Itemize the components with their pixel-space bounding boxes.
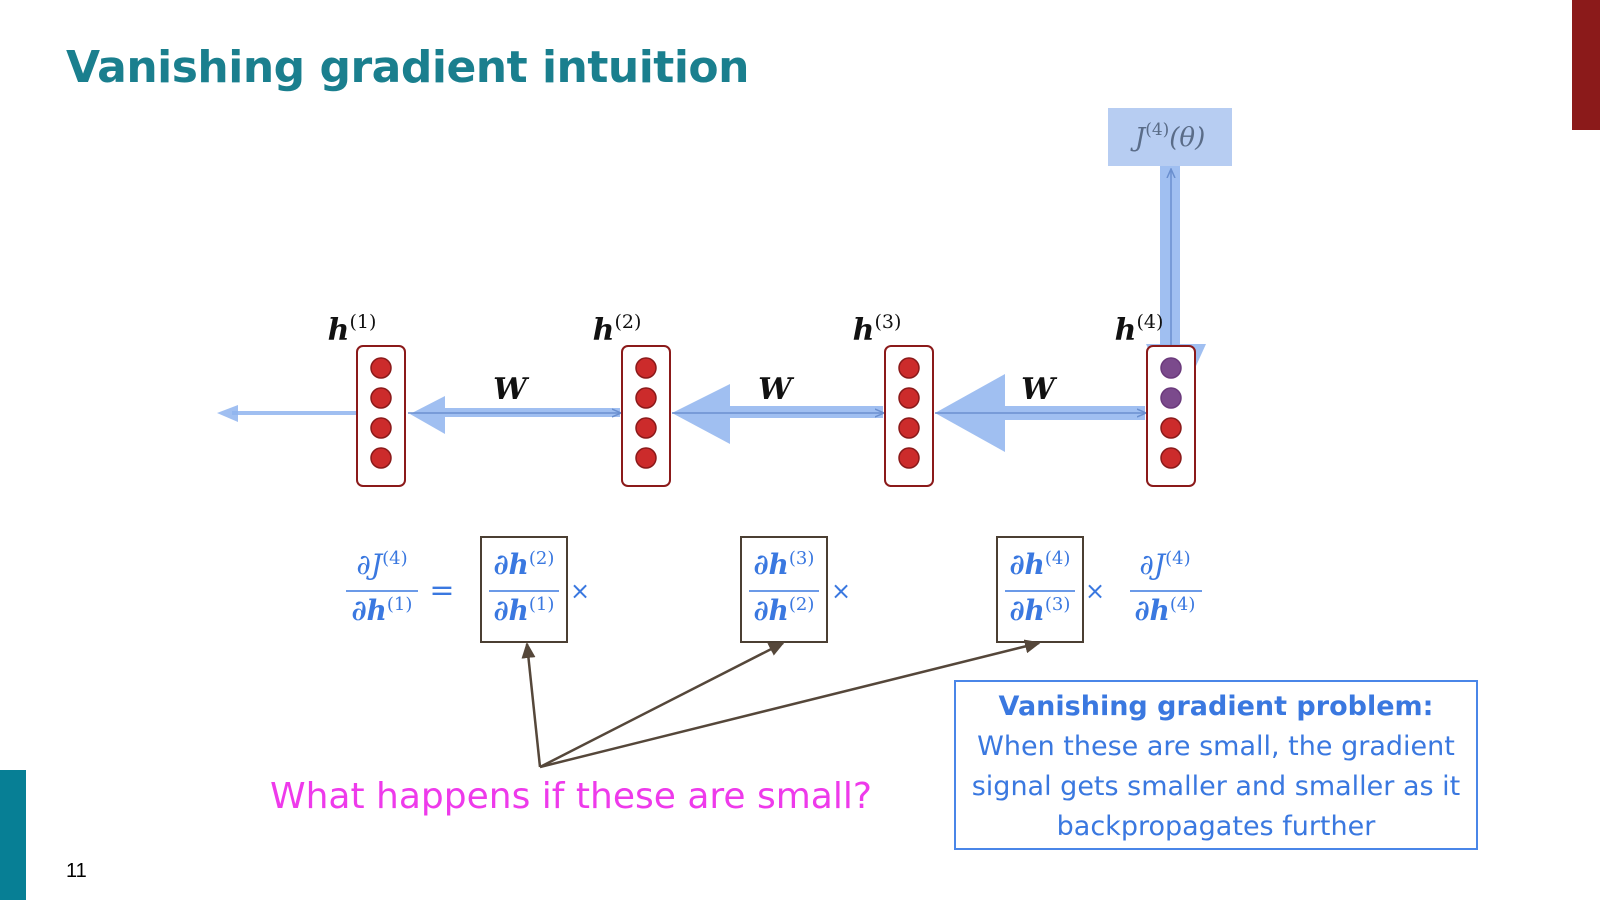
times-sign-3: × bbox=[1085, 577, 1105, 605]
slide-title: Vanishing gradient intuition bbox=[66, 42, 749, 93]
hidden-state-node-2 bbox=[621, 345, 671, 487]
jacobian-box-1 bbox=[480, 536, 568, 643]
svg-text:∂h(3): ∂h(3) bbox=[754, 548, 815, 581]
jacobian-term-2: ∂h(3) ∂h(2) bbox=[749, 548, 819, 627]
svg-text:∂h(4): ∂h(4) bbox=[1135, 594, 1196, 627]
hidden-state-label-3: h(3) bbox=[853, 311, 902, 348]
gradient-head-0 bbox=[217, 405, 238, 422]
left-accent-bar bbox=[0, 770, 26, 900]
vertical-gradient-band bbox=[1160, 166, 1180, 352]
svg-text:∂J(4): ∂J(4) bbox=[356, 548, 407, 581]
pointer-arrow-1 bbox=[521, 642, 542, 768]
output-box bbox=[1108, 108, 1232, 166]
hidden-state-label-4: h(4) bbox=[1115, 311, 1164, 348]
gradient-band-2 bbox=[730, 406, 883, 418]
pointer-arrow-3 bbox=[539, 639, 1041, 769]
jacobian-term-1: ∂h(2) ∂h(1) bbox=[489, 548, 559, 627]
callout-heading: Vanishing gradient problem: bbox=[998, 691, 1434, 722]
corner-accent-bar bbox=[1572, 0, 1600, 130]
gradient-head-2 bbox=[672, 384, 730, 444]
svg-text:∂h(2): ∂h(2) bbox=[754, 594, 815, 627]
svg-text:∂h(1): ∂h(1) bbox=[494, 594, 555, 627]
jacobian-box-2 bbox=[740, 536, 828, 643]
hidden-state-node-4 bbox=[1146, 345, 1196, 487]
hidden-state-label-2: h(2) bbox=[593, 311, 642, 348]
gradient-band-0 bbox=[232, 411, 362, 415]
svg-text:∂J(4): ∂J(4) bbox=[1139, 548, 1190, 581]
weight-label-3: W bbox=[1021, 372, 1058, 407]
gradient-head-1 bbox=[410, 396, 445, 434]
hidden-state-node-1 bbox=[356, 345, 406, 487]
vanishing-gradient-callout: Vanishing gradient problem: When these a… bbox=[954, 680, 1478, 850]
svg-text:∂h(1): ∂h(1) bbox=[352, 594, 413, 627]
hidden-state-node-3 bbox=[884, 345, 934, 487]
pointer-arrow-2 bbox=[539, 641, 785, 769]
svg-text:∂h(3): ∂h(3) bbox=[1010, 594, 1071, 627]
svg-text:∂h(2): ∂h(2) bbox=[494, 548, 555, 581]
svg-text:∂h(4): ∂h(4) bbox=[1010, 548, 1071, 581]
weight-label-2: W bbox=[758, 372, 795, 407]
times-sign-1: × bbox=[570, 577, 590, 605]
equation-lhs: ∂J(4) ∂h(1) bbox=[346, 548, 418, 627]
equation-equals: = bbox=[429, 573, 454, 608]
callout-body: When these are small, the gradient signa… bbox=[971, 731, 1461, 842]
jacobian-term-3: ∂h(4) ∂h(3) bbox=[1005, 548, 1075, 627]
question-text: What happens if these are small? bbox=[270, 776, 872, 817]
jacobian-term-4: ∂J(4) ∂h(4) bbox=[1130, 548, 1202, 627]
weight-label-1: W bbox=[493, 372, 530, 407]
hidden-state-label-1: h(1) bbox=[328, 311, 377, 348]
times-sign-2: × bbox=[831, 577, 851, 605]
page-number: 11 bbox=[66, 860, 87, 882]
